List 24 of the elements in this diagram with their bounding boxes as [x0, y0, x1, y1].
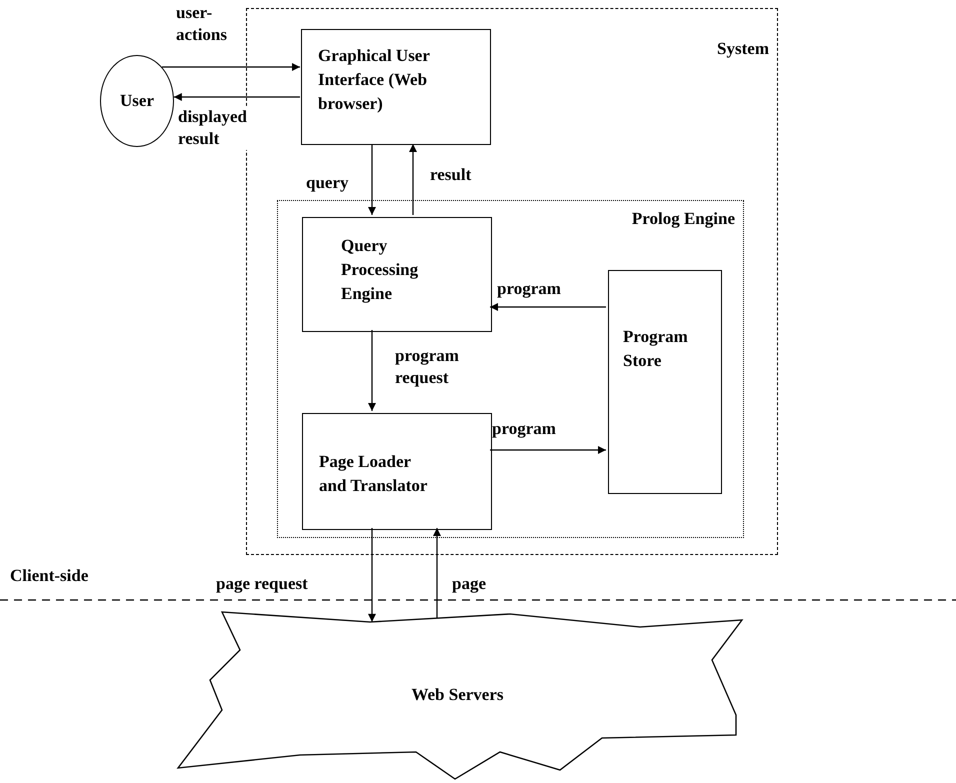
- arrow: [490, 303, 606, 311]
- arrow: [433, 528, 441, 618]
- zone-label: Client-side: [10, 566, 88, 586]
- box-label: Query Processing Engine: [341, 235, 420, 305]
- box-label: Graphical User Interface (Web browser): [318, 45, 431, 115]
- box-label: Program Store: [623, 326, 689, 372]
- process-box: [302, 413, 492, 530]
- group-title: Prolog Engine: [632, 209, 735, 229]
- arrow: [368, 528, 376, 622]
- actor-label: User: [120, 91, 154, 111]
- cloud-label: Web Servers: [410, 685, 505, 705]
- arrow: [490, 446, 606, 454]
- arrow: [409, 144, 417, 215]
- system-boundary: [246, 8, 778, 555]
- box-label: Page Loader and Translator: [319, 451, 428, 497]
- process-box: [301, 29, 491, 145]
- engine-boundary: [277, 200, 744, 538]
- arrow: [368, 144, 376, 215]
- arrow: [174, 93, 300, 101]
- process-box: [302, 217, 492, 332]
- arrow: [368, 330, 376, 411]
- group-title: System: [717, 39, 769, 59]
- process-box: [608, 270, 722, 494]
- arrow: [162, 63, 300, 71]
